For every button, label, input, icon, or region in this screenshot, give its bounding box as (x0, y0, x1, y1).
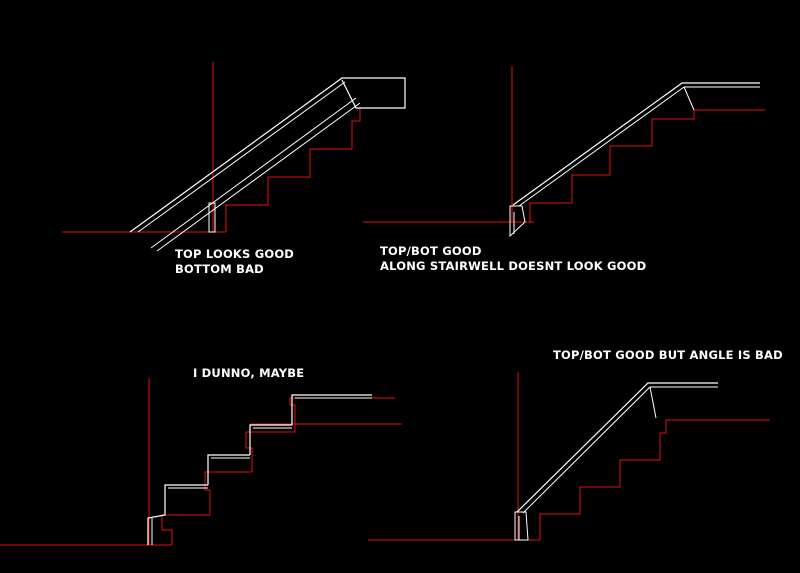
tread-nosing-white (147, 394, 372, 545)
stair-detail-top-left: TOP LOOKS GOOD BOTTOM BAD (62, 62, 406, 276)
stair-detail-bottom-right: TOP/BOT GOOD BUT ANGLE IS BAD (368, 348, 783, 541)
note-text: TOP LOOKS GOOD (175, 247, 294, 261)
stair-structure-red (0, 378, 402, 546)
note-text: I DUNNO, MAYBE (193, 366, 304, 380)
stair-structure-red (62, 62, 361, 233)
stair-structure-red (368, 372, 770, 541)
note-text: TOP/BOT GOOD (380, 244, 482, 258)
note-text: BOTTOM BAD (175, 262, 264, 276)
note-text: TOP/BOT GOOD BUT ANGLE IS BAD (553, 348, 783, 362)
stair-detail-top-right: TOP/BOT GOOD ALONG STAIRWELL DOESNT LOOK… (363, 66, 765, 273)
handrail-white (129, 77, 406, 252)
stair-detail-bottom-left: I DUNNO, MAYBE (0, 366, 402, 546)
note-text: ALONG STAIRWELL DOESNT LOOK GOOD (380, 259, 646, 273)
handrail-white (514, 382, 718, 541)
stair-structure-red (363, 66, 765, 223)
handrail-white (509, 82, 760, 238)
